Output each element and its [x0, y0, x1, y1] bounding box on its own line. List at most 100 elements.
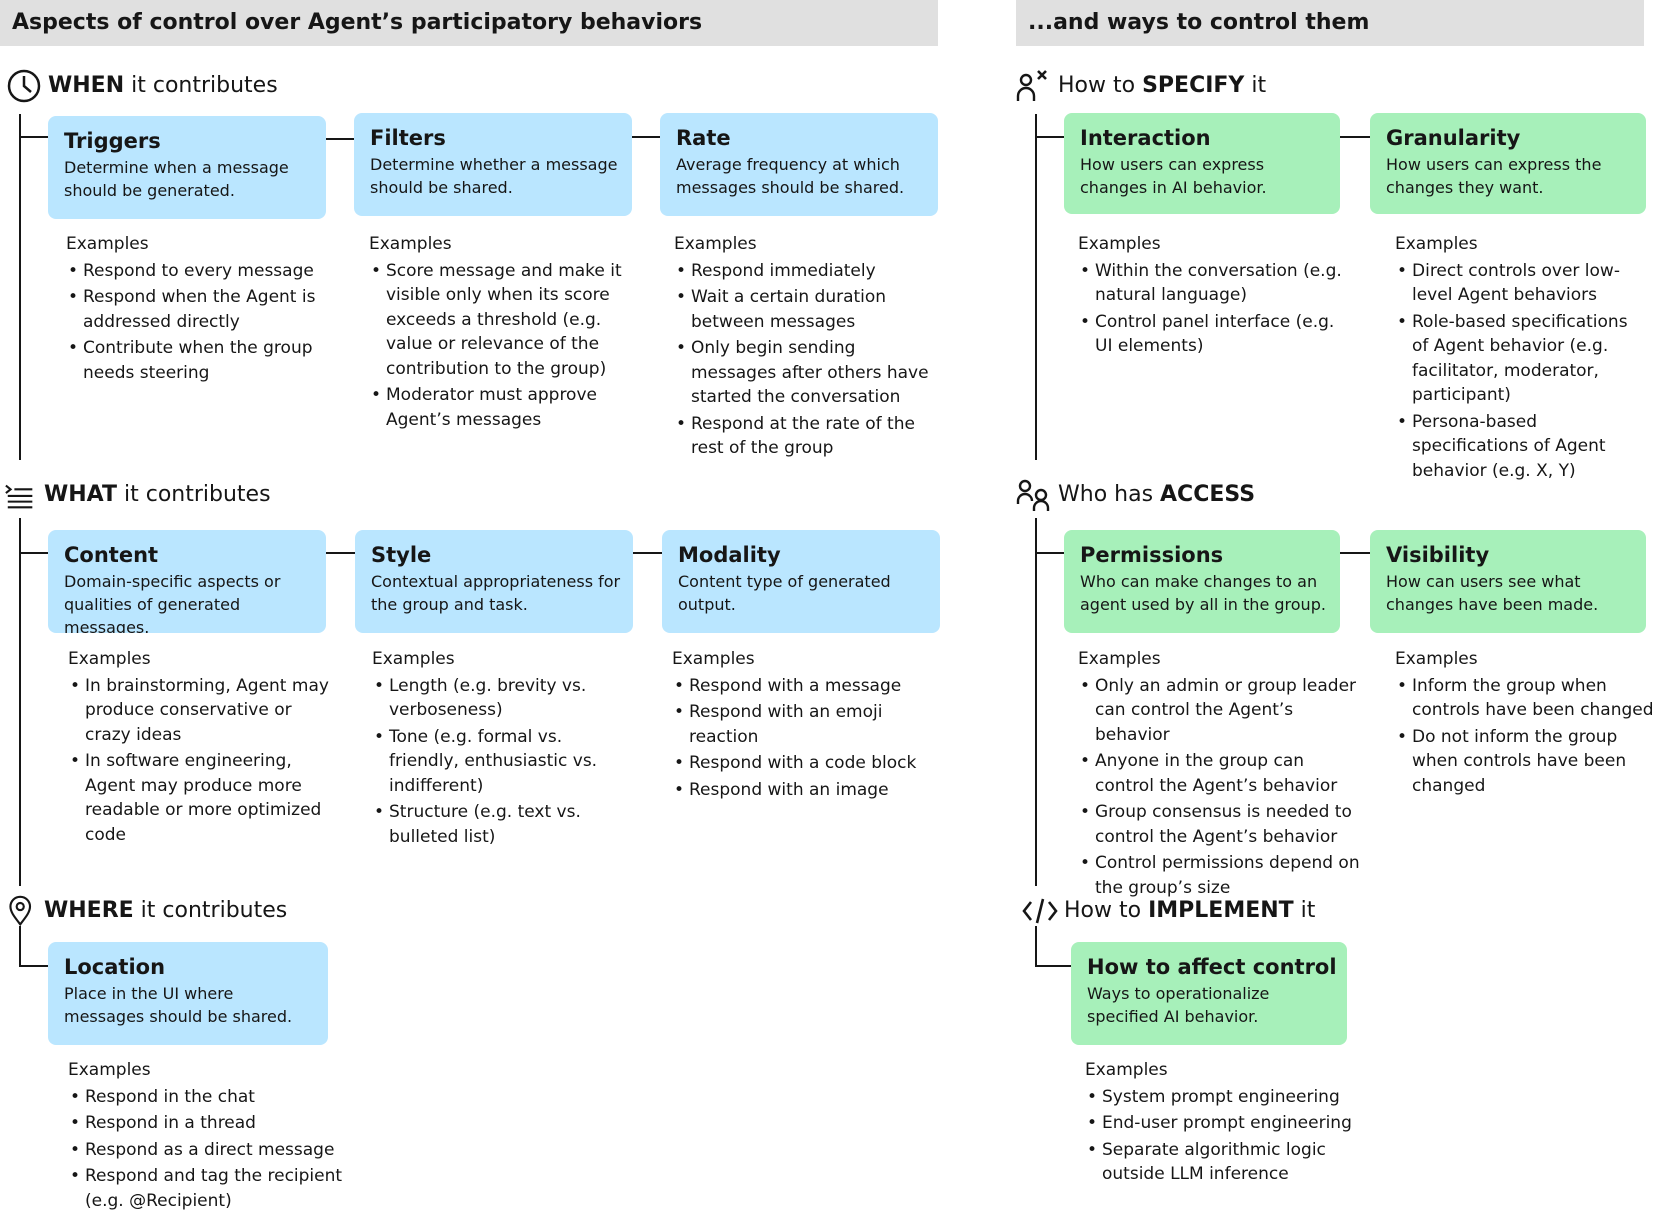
list-item: Anyone in the group can control the Agen… [1078, 749, 1368, 798]
list-item: Group consensus is needed to control the… [1078, 800, 1368, 849]
section-implement-heading: How to IMPLEMENT it [1022, 893, 1315, 929]
code-icon [1022, 898, 1058, 924]
section-access-strong: ACCESS [1160, 482, 1256, 507]
card-triggers-title: Triggers [64, 129, 161, 153]
connector-interaction-granularity [1340, 136, 1370, 138]
section-specify-prefix: How to [1058, 73, 1143, 98]
section-specify-rest: it [1244, 73, 1267, 98]
examples-location: Examples Respond in the chat Respond in … [68, 1058, 358, 1215]
card-permissions: Permissions Who can make changes to an a… [1064, 530, 1340, 633]
card-triggers-desc: Determine when a message should be gener… [64, 158, 289, 200]
examples-label: Examples [1395, 649, 1478, 669]
list-item: Score message and make it visible only w… [369, 259, 631, 382]
when-connector-vertical [19, 114, 21, 460]
examples-label: Examples [674, 234, 757, 254]
list-item: Respond immediately [674, 259, 944, 284]
left-header: Aspects of control over Agent’s particip… [0, 0, 938, 46]
card-rate: Rate Average frequency at which messages… [660, 113, 938, 216]
connector-filters-rate [632, 136, 662, 138]
section-when-strong: WHEN [48, 73, 125, 98]
list-item: Respond with an image [672, 778, 942, 803]
section-where-rest: it contributes [133, 898, 288, 923]
card-triggers: Triggers Determine when a message should… [48, 116, 326, 219]
section-specify-strong: SPECIFY [1142, 73, 1245, 98]
examples-label: Examples [1078, 649, 1161, 669]
card-modality-desc: Content type of generated output. [678, 572, 891, 614]
list-item: Respond when the Agent is addressed dire… [66, 285, 336, 334]
card-visibility: Visibility How can users see what change… [1370, 530, 1646, 633]
access-connector-permissions [1035, 552, 1065, 554]
right-header: ...and ways to control them [1016, 0, 1644, 46]
location-icon [9, 895, 32, 927]
card-modality: Modality Content type of generated outpu… [662, 530, 940, 633]
implement-connector-vertical [1035, 926, 1037, 967]
list-item: Do not inform the group when controls ha… [1395, 725, 1657, 799]
list-item: End-user prompt engineering [1085, 1111, 1365, 1136]
card-permissions-title: Permissions [1080, 543, 1224, 567]
section-implement-strong: IMPLEMENT [1148, 898, 1294, 923]
card-granularity-desc: How users can express the changes they w… [1386, 155, 1602, 197]
examples-label: Examples [1395, 234, 1478, 254]
examples-triggers: Examples Respond to every message Respon… [66, 232, 336, 387]
connector-triggers-filters [326, 138, 355, 140]
list-item: Inform the group when controls have been… [1395, 674, 1657, 723]
examples-label: Examples [66, 234, 149, 254]
users-icon [1016, 479, 1050, 511]
card-content-desc: Domain-specific aspects or qualities of … [64, 572, 281, 633]
card-style-desc: Contextual appropriateness for the group… [371, 572, 621, 614]
section-what-rest: it contributes [117, 482, 271, 507]
section-what-heading: WHAT it contributes [4, 477, 271, 513]
examples-content: Examples In brainstorming, Agent may pro… [68, 647, 338, 849]
card-filters-desc: Determine whether a message should be sh… [370, 155, 618, 197]
section-implement-prefix: How to [1064, 898, 1149, 923]
list-item: Respond with a message [672, 674, 942, 699]
section-access-prefix: Who has [1058, 482, 1161, 507]
list-item: Persona-based specifications of Agent be… [1395, 410, 1645, 484]
what-connector-content [19, 552, 49, 554]
card-filters-title: Filters [370, 126, 446, 150]
card-interaction-desc: How users can express changes in AI beha… [1080, 155, 1267, 197]
card-location: Location Place in the UI where messages … [48, 942, 328, 1045]
list-item: Separate algorithmic logic outside LLM i… [1085, 1138, 1365, 1187]
card-visibility-title: Visibility [1386, 543, 1490, 567]
where-connector-location [19, 965, 49, 967]
access-connector-vertical [1035, 518, 1037, 886]
connector-content-style [326, 552, 356, 554]
section-when-rest: it contributes [124, 73, 278, 98]
list-item: Respond as a direct message [68, 1138, 358, 1163]
card-visibility-desc: How can users see what changes have been… [1386, 572, 1599, 614]
examples-filters: Examples Score message and make it visib… [369, 232, 631, 434]
card-rate-desc: Average frequency at which messages shou… [676, 155, 905, 197]
list-item: Contribute when the group needs steering [66, 336, 336, 385]
list-item: Respond in a thread [68, 1111, 358, 1136]
examples-label: Examples [68, 1060, 151, 1080]
card-style: Style Contextual appropriateness for the… [355, 530, 633, 633]
list-item: Respond in the chat [68, 1085, 358, 1110]
examples-interaction: Examples Within the conversation (e.g. n… [1078, 232, 1348, 361]
list-item: Wait a certain duration between messages [674, 285, 944, 334]
examples-granularity: Examples Direct controls over low-level … [1395, 232, 1645, 485]
clock-icon [7, 69, 41, 103]
card-content: Content Domain-specific aspects or quali… [48, 530, 326, 633]
where-connector-vertical [19, 926, 21, 967]
list-item: Only an admin or group leader can contro… [1078, 674, 1368, 748]
specify-connector-interaction [1035, 136, 1065, 138]
section-where-heading: WHERE it contributes [6, 893, 287, 929]
card-filters: Filters Determine whether a message shou… [354, 113, 632, 216]
card-modality-title: Modality [678, 543, 781, 567]
list-icon [5, 484, 33, 509]
list-item: Respond at the rate of the rest of the g… [674, 412, 944, 461]
list-item: Only begin sending messages after others… [674, 336, 944, 410]
examples-label: Examples [372, 649, 455, 669]
examples-label: Examples [68, 649, 151, 669]
examples-affect: Examples System prompt engineering End-u… [1085, 1058, 1365, 1189]
card-affect-desc: Ways to operationalize specified AI beha… [1087, 984, 1270, 1026]
list-item: System prompt engineering [1085, 1085, 1365, 1110]
section-when-heading: WHEN it contributes [6, 68, 278, 104]
section-access-heading: Who has ACCESS [1016, 477, 1255, 513]
card-affect-title: How to affect control [1087, 955, 1337, 979]
section-specify-heading: How to SPECIFY it [1016, 68, 1266, 104]
card-permissions-desc: Who can make changes to an agent used by… [1080, 572, 1326, 614]
card-content-title: Content [64, 543, 159, 567]
